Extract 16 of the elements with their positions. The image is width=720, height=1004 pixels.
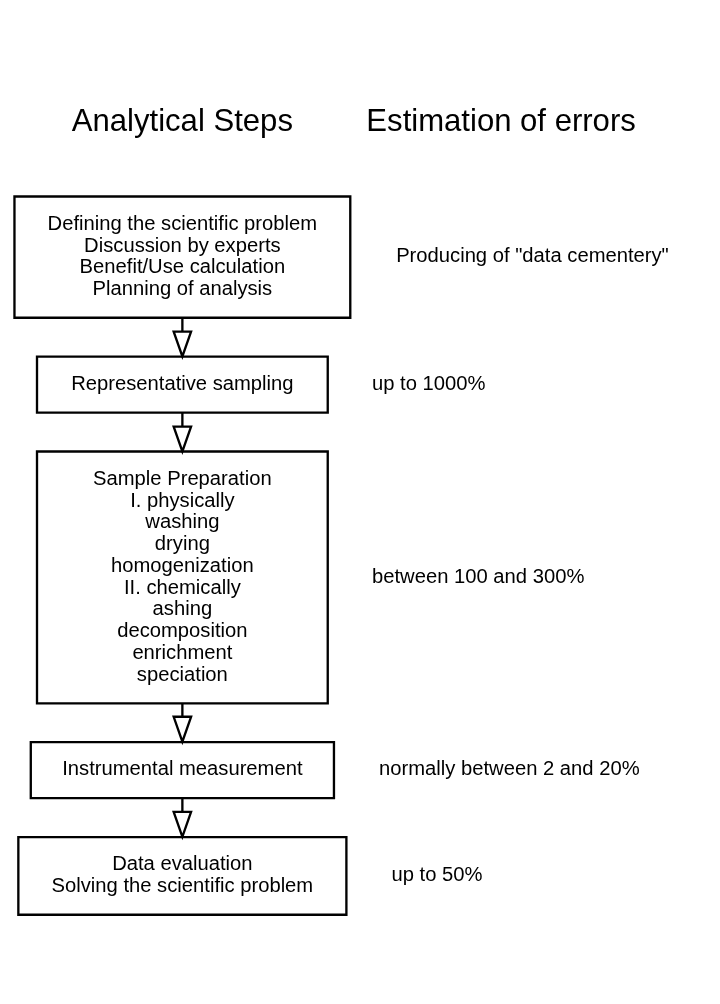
arrow bbox=[172, 412, 193, 455]
arrow bbox=[172, 317, 193, 360]
node-box: Sample Preparation I. physically washing drying homogenization II. chemically ashing decomposition enrichment speciation bbox=[35, 450, 329, 705]
node-box: Representative sampling bbox=[35, 355, 329, 414]
node-label: normally between 2 and 20% bbox=[379, 757, 640, 780]
arrow bbox=[172, 703, 193, 746]
node-box: Data evaluation Solving the scientific problem bbox=[17, 835, 348, 916]
node-box: Instrumental measurement bbox=[29, 741, 336, 800]
node-box: Defining the scientific problem Discussion by experts Benefit/Use calculation Planning of analysis bbox=[13, 195, 352, 319]
node-label: between 100 and 300% bbox=[372, 564, 585, 587]
label: Analytical Steps bbox=[71, 103, 293, 139]
arrow bbox=[172, 798, 193, 841]
node-label: up to 50% bbox=[391, 863, 483, 886]
label: Estimation of errors bbox=[366, 103, 636, 139]
node-label: up to 1000% bbox=[372, 371, 486, 394]
node-label: Producing of "data cementery" bbox=[396, 244, 669, 267]
